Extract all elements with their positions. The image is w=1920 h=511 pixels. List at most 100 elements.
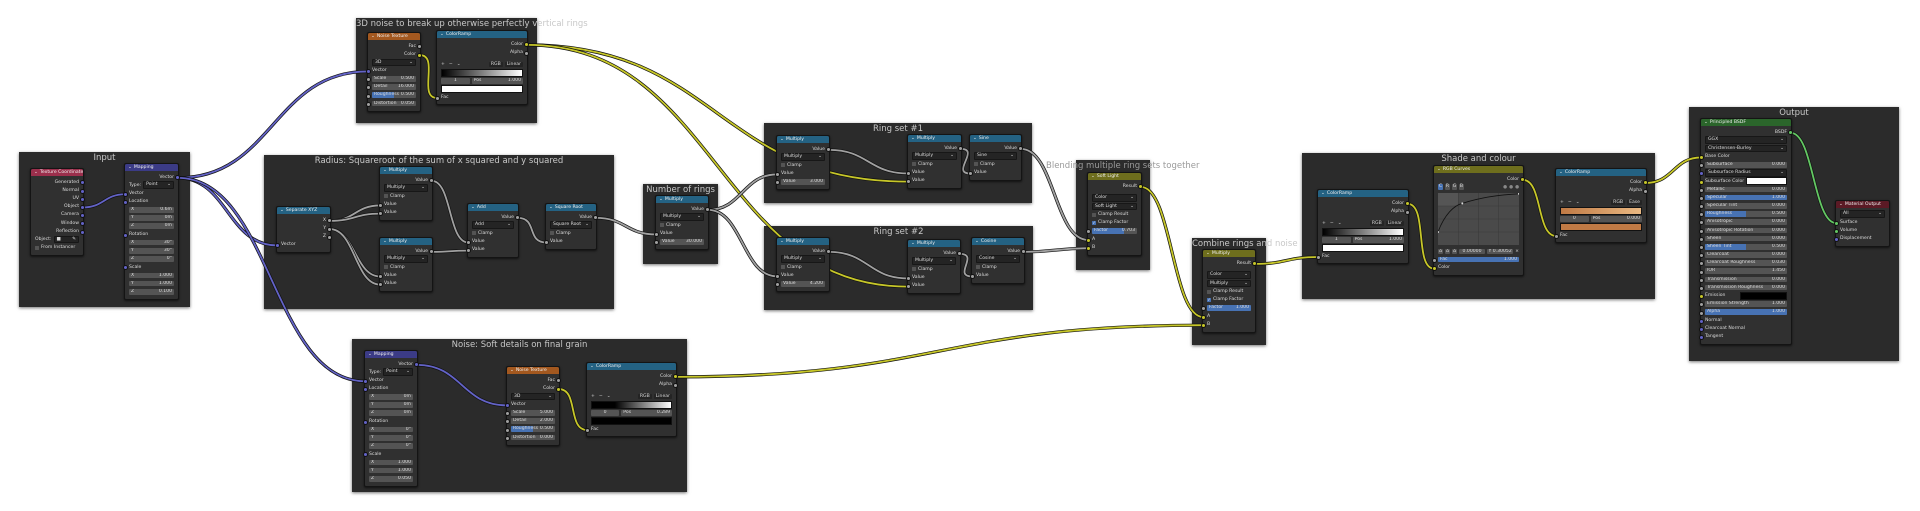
float-socket[interactable] (905, 170, 911, 176)
vector-socket[interactable] (1698, 335, 1704, 341)
color-mode-dropdown[interactable]: RGB (1369, 220, 1384, 227)
node-link[interactable] (675, 323, 1204, 379)
add-stop-icon[interactable]: + (441, 61, 445, 67)
3d-dropdown[interactable]: 3D⌄ (372, 58, 416, 67)
float-socket[interactable] (465, 248, 471, 254)
gradient-bar[interactable] (1322, 227, 1404, 236)
collapse-chevron-icon[interactable]: ⌄ (34, 170, 38, 175)
color-socket[interactable] (1200, 314, 1206, 320)
point-x-field[interactable]: 0.00000 (1459, 248, 1486, 255)
clamp-factor-checkbox[interactable]: ✓ (1207, 296, 1211, 302)
ramp-menu-icon[interactable]: ⌄ (1575, 199, 1580, 205)
add-stop-icon[interactable]: + (1322, 220, 1326, 226)
channel-tab-r[interactable]: R (1445, 184, 1450, 191)
clamp-checkbox[interactable] (384, 194, 388, 199)
float-socket[interactable] (1698, 220, 1704, 226)
float-socket[interactable] (969, 273, 975, 279)
vector-socket[interactable] (1698, 171, 1704, 177)
float-socket[interactable] (543, 239, 549, 245)
float-socket[interactable] (1698, 236, 1704, 242)
color-mode-dropdown[interactable]: RGB (637, 393, 652, 400)
float-socket[interactable] (1200, 306, 1206, 312)
node-header[interactable]: ⌄Sine (970, 135, 1021, 142)
add-stop-icon[interactable]: + (591, 393, 595, 399)
add-stop-icon[interactable]: + (1560, 199, 1564, 205)
float-socket[interactable] (504, 411, 510, 417)
float-socket[interactable] (653, 231, 659, 237)
float-socket[interactable] (556, 378, 562, 384)
interpolation-dropdown[interactable]: Ease (1627, 199, 1642, 206)
float-socket[interactable] (1698, 285, 1704, 291)
ramp-menu-icon[interactable]: ⌄ (1337, 220, 1342, 226)
collapse-chevron-icon[interactable]: ⌄ (911, 241, 915, 246)
float-socket[interactable] (365, 77, 371, 83)
ggx-dropdown[interactable]: GGX⌄ (1705, 136, 1787, 145)
vector-socket[interactable] (1698, 318, 1704, 324)
remove-stop-icon[interactable]: − (598, 393, 603, 399)
float-socket[interactable] (1553, 233, 1559, 239)
node-header[interactable]: ⌄Add (468, 204, 518, 211)
color-swatch[interactable] (1739, 292, 1787, 300)
node-header[interactable]: ⌄Material Output (1836, 201, 1889, 208)
clamp-checkbox[interactable] (550, 231, 554, 236)
handle-auto-icon[interactable]: ⌂ (1438, 248, 1443, 255)
zoom-in-icon[interactable]: ● (1502, 184, 1507, 190)
curve-point[interactable] (1461, 202, 1464, 205)
gradient-bar[interactable] (441, 68, 523, 77)
node-header[interactable]: ⌄Noise Texture (368, 33, 420, 40)
float-socket[interactable] (1405, 209, 1411, 215)
clamp-result-checkbox[interactable] (1092, 212, 1096, 217)
curve-point[interactable] (1437, 231, 1439, 234)
collapse-chevron-icon[interactable]: ⌄ (780, 239, 784, 244)
vector-socket[interactable] (1833, 236, 1839, 242)
collapse-chevron-icon[interactable]: ⌄ (1321, 191, 1325, 196)
vector-socket[interactable] (362, 419, 368, 425)
from-instancer-checkbox[interactable] (35, 245, 39, 250)
vector-socket[interactable] (122, 191, 128, 197)
color-mode-dropdown[interactable]: RGB (488, 61, 503, 68)
vector-socket[interactable] (80, 229, 86, 235)
vector-socket[interactable] (362, 452, 368, 458)
remove-stop-icon[interactable]: − (1567, 199, 1572, 205)
float-socket[interactable] (1698, 204, 1704, 210)
node-header[interactable]: ⌄Mapping (125, 164, 178, 171)
multiply-dropdown[interactable]: Multiply⌄ (781, 255, 825, 264)
float-socket[interactable] (524, 50, 530, 56)
float-socket[interactable] (584, 427, 590, 433)
collapse-chevron-icon[interactable]: ⌄ (383, 239, 387, 244)
float-socket[interactable] (504, 419, 510, 425)
node-header[interactable]: ⌄Multiply (908, 135, 961, 142)
clamp-checkbox[interactable] (912, 267, 916, 272)
shader-socket[interactable] (1833, 228, 1839, 234)
float-socket[interactable] (1698, 187, 1704, 193)
